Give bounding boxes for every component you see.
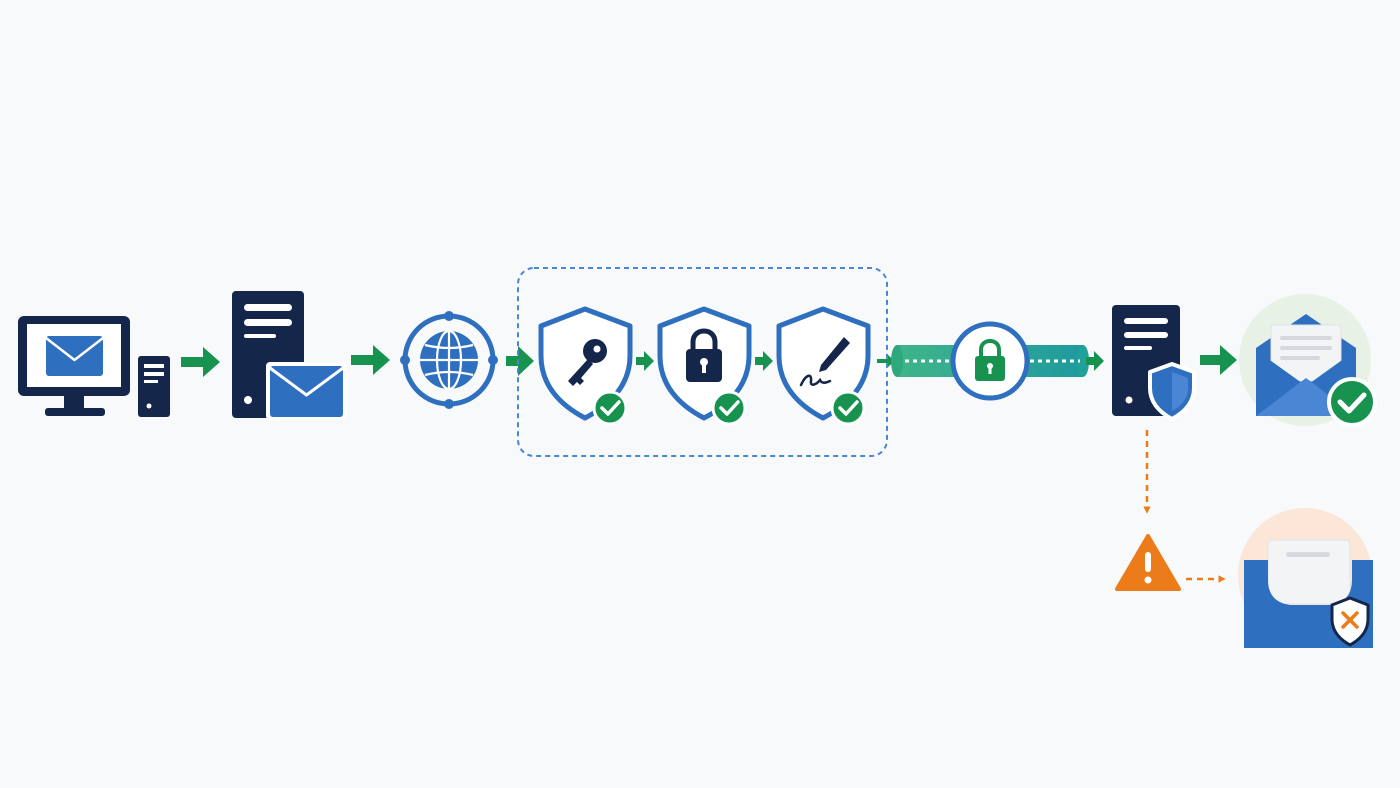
- flow-arrow-5: [755, 351, 773, 371]
- server-shield-icon: [1112, 305, 1196, 421]
- warning-triangle-icon: [1115, 534, 1181, 591]
- flow-arrow-7: [1086, 351, 1104, 371]
- check-badge-icon: [711, 390, 747, 426]
- server-mail-icon: [232, 291, 347, 420]
- check-badge-icon: [1327, 377, 1377, 427]
- check-badge-icon: [592, 390, 628, 426]
- computer-mail-icon: [18, 316, 170, 417]
- verification-group: [517, 267, 888, 457]
- flow-arrow-6: [877, 355, 895, 367]
- flow-arrow-8: [1200, 345, 1237, 375]
- flow-arrow-3: [506, 346, 534, 376]
- globe-icon: [400, 311, 498, 409]
- tunnel-lock-icon: [891, 321, 1089, 401]
- flow-arrow-1: [181, 347, 220, 377]
- flow-arrow-4: [636, 351, 654, 371]
- flow-arrow-2: [351, 345, 390, 375]
- check-badge-icon: [830, 390, 866, 426]
- tray-shield-x-icon: [1238, 508, 1373, 648]
